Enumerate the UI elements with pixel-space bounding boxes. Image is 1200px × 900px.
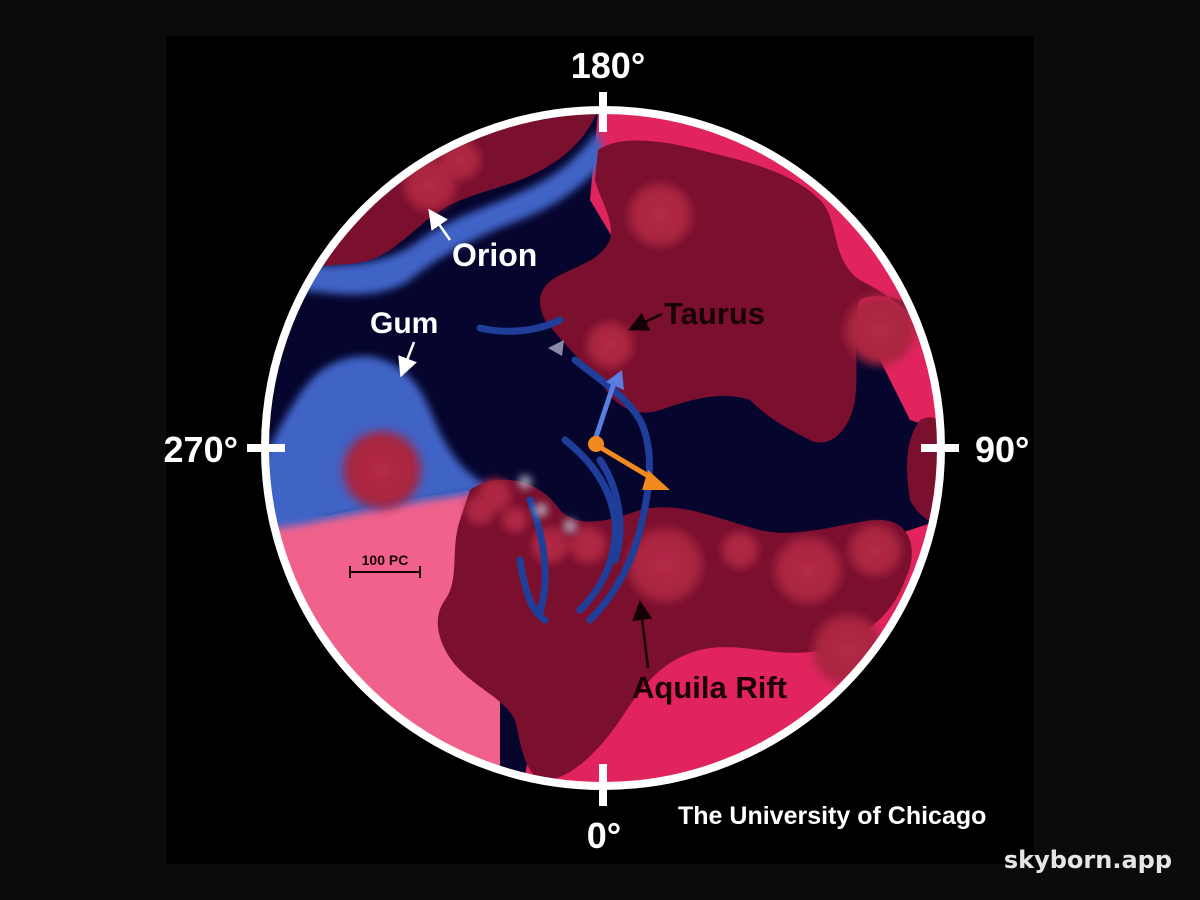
molecular-cloud-blobs bbox=[340, 138, 918, 688]
map-disk bbox=[267, 112, 939, 784]
aquila-pointer bbox=[632, 600, 653, 669]
aquila-label: Aquila Rift bbox=[632, 670, 787, 705]
sun-marker bbox=[588, 436, 604, 452]
shell-arc-top bbox=[476, 316, 564, 335]
taurus-cloud-blob bbox=[585, 320, 635, 370]
degree-label-0: 0° bbox=[587, 815, 621, 856]
aquila-cloud-blob-2 bbox=[720, 530, 760, 570]
cloud-blob-right bbox=[842, 292, 918, 368]
ring-ticks bbox=[247, 92, 959, 806]
cloud-blob-small-3 bbox=[501, 506, 529, 534]
gum-cloud-blob bbox=[340, 428, 424, 512]
faint-stars bbox=[518, 475, 577, 533]
right-dark-cloud bbox=[907, 417, 939, 524]
shell-arc-5 bbox=[596, 456, 624, 564]
triangle-marker bbox=[548, 340, 564, 356]
scale-bar: 100 PC bbox=[349, 552, 421, 578]
degree-label-180: 180° bbox=[571, 45, 645, 86]
cloud-blob-small-5 bbox=[568, 525, 608, 565]
credit-text: The University of Chicago bbox=[678, 802, 986, 830]
aquila-cloud-blob-4 bbox=[847, 522, 903, 578]
gum-pointer bbox=[398, 341, 417, 378]
degree-label-90: 90° bbox=[975, 429, 1029, 470]
cloud-blob-small-4 bbox=[530, 525, 570, 565]
cloud-blob-upper bbox=[626, 181, 694, 249]
orion-label: Orion bbox=[452, 237, 537, 273]
sun-motion-arrowhead bbox=[642, 470, 670, 490]
aquila-cloud-blob-1 bbox=[625, 525, 705, 605]
blue-direction-arrowhead bbox=[606, 370, 624, 390]
watermark: skyborn.app bbox=[1004, 846, 1172, 874]
shell-arc-4 bbox=[516, 556, 549, 624]
gum-label: Gum bbox=[370, 307, 438, 340]
orion-blue-shell bbox=[300, 130, 605, 295]
cloud-blob-small-2 bbox=[464, 494, 496, 526]
shell-arc-3 bbox=[526, 496, 549, 616]
taurus-pointer bbox=[627, 312, 663, 331]
sun-motion-line bbox=[596, 443, 657, 483]
shell-arc-2 bbox=[561, 436, 619, 614]
aquila-cloud-blob-3 bbox=[772, 534, 844, 606]
taurus-label: Taurus bbox=[664, 296, 765, 331]
orion-pointer bbox=[428, 208, 452, 241]
degree-label-270: 270° bbox=[164, 429, 238, 470]
scale-bar-label: 100 PC bbox=[362, 552, 409, 568]
blue-direction-line bbox=[592, 379, 618, 441]
